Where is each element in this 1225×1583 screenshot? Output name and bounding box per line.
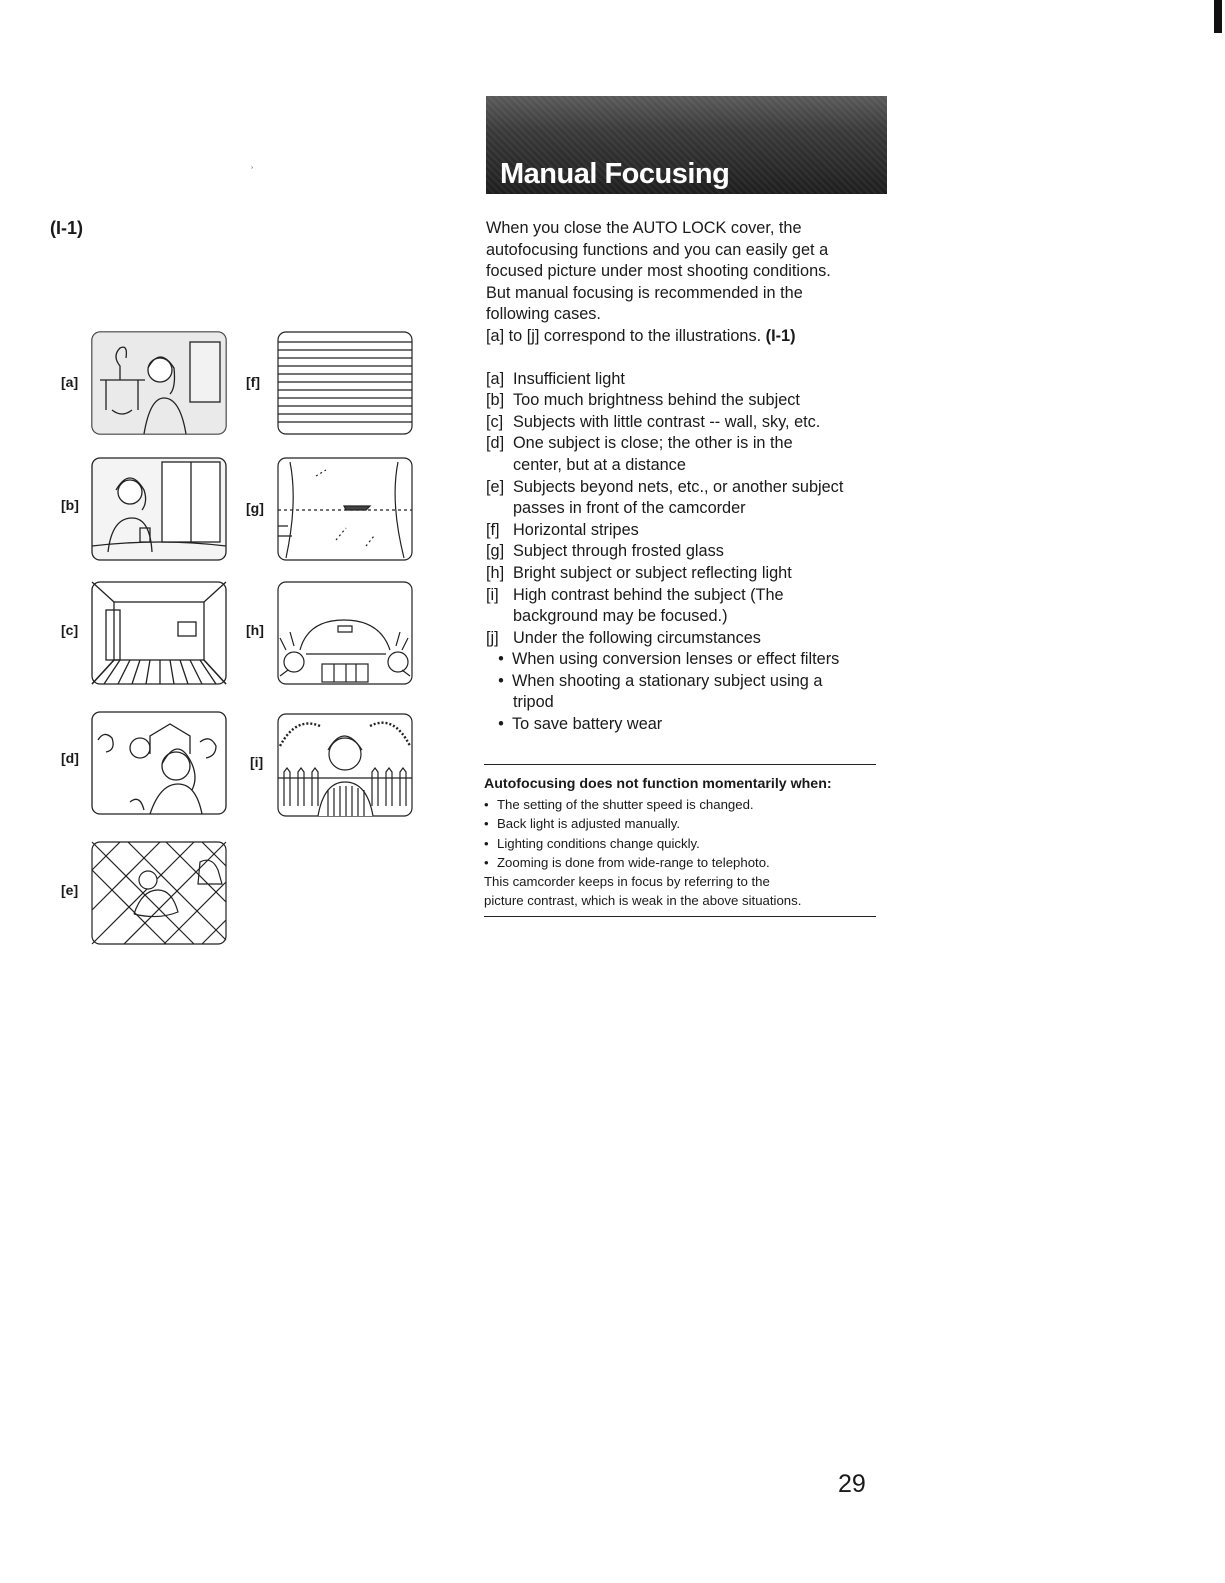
illustration-label-c: [c] [61,622,79,638]
illustration-i [276,712,414,818]
bullet-dot: • [498,650,504,669]
note-bullet-text: The setting of the shutter speed is chan… [497,797,754,813]
list-item: [f] Horizontal stripes [486,520,886,542]
list-item: • To save battery wear [486,714,886,736]
list-item: [b] Too much brightness behind the subjec… [486,390,886,412]
note-closing-line: This camcorder keeps in focus by referri… [484,874,770,890]
circumstance-text: When using conversion lenses or effect f… [512,650,840,669]
case-text: Under the following circumstances [513,628,761,647]
list-item: [j] Under the following circumstances [486,628,886,650]
illustration-a [90,330,228,436]
scan-edge-mark [1214,0,1222,33]
page-number: 29 [838,1470,866,1498]
case-key: [b] [486,391,505,410]
bullet-dot: • [484,835,489,851]
list-item: • The setting of the shutter speed is cha… [484,795,876,814]
illustration-d [90,710,228,816]
circumstance-text: To save battery wear [512,715,663,734]
case-key: [e] [486,477,505,496]
case-key: [i] [486,585,499,604]
list-item: [e] Subjects beyond nets, etc., or anothe… [486,477,886,499]
note-bullet-text: Zooming is done from wide-range to telep… [497,854,770,870]
intro-line: When you close the AUTO LOCK cover, the [486,219,802,237]
list-item: • When shooting a stationary subject usin… [486,671,886,693]
list-item: • When using conversion lenses or effect … [486,649,886,671]
case-text: Insufficient light [513,369,625,388]
case-key: [a] [486,369,505,388]
list-item: [d] One subject is close; the other is in… [486,433,886,455]
illustration-label-i: [i] [250,754,264,770]
case-key: [f] [486,520,500,539]
bullet-dot: • [484,797,489,813]
note-bullet-text: Back light is adjusted manually. [497,816,681,832]
intro-line: But manual focusing is recommended in th… [486,283,803,302]
title-banner: Manual Focusing [486,96,887,194]
bullet-dot: • [484,816,489,832]
illustration-label-f: [f] [246,374,260,390]
list-item: [g] Subject through frosted glass [486,541,886,563]
illustration-label-h: [h] [246,622,264,638]
illustration-label-g: [g] [246,500,264,516]
illustration-label-b: [b] [61,497,79,513]
illustration-f [276,330,414,436]
illustration-label-e: [e] [61,882,79,898]
body-column: When you close the AUTO LOCK cover, the … [486,218,886,736]
list-item: • Zooming is done from wide-range to tele… [484,853,876,872]
intro-line: focused picture under most shooting cond… [486,262,831,281]
intro-line: following cases. [486,305,601,324]
illustration-b [90,456,228,562]
case-key: [g] [486,542,505,561]
case-text: Subjects beyond nets, etc., or another s… [513,477,844,496]
case-text: Subjects with little contrast -- wall, s… [513,412,821,431]
intro-reference-line: [a] to [j] correspond to the illustratio… [486,326,886,348]
page-title: Manual Focusing [500,158,730,190]
illustration-e [90,840,228,946]
circumstance-text: When shooting a stationary subject using… [512,671,823,690]
case-text: High contrast behind the subject (The [513,585,784,604]
case-key: [c] [486,412,504,431]
bullet-dot: • [498,715,504,734]
bullet-dot: • [498,671,504,690]
list-item: [c] Subjects with little contrast -- wall… [486,412,886,434]
list-item: • Lighting conditions change quickly. [484,834,876,853]
list-item: [a] Insufficient light [486,369,886,391]
illustration-h [276,580,414,686]
case-key: [d] [486,434,505,453]
case-text: Horizontal stripes [513,520,639,539]
list-item: [i] High contrast behind the subject (The [486,585,886,607]
note-title: Autofocusing does not function momentari… [484,776,832,792]
illustration-label-d: [d] [61,750,79,766]
case-key: [h] [486,563,505,582]
case-text: Bright subject or subject reflecting lig… [513,563,792,582]
illustration-label-a: [a] [61,374,79,390]
cases-list: [a] Insufficient light [b] Too much bright… [486,369,886,736]
case-key: [j] [486,628,499,647]
scan-speck: ˒ [250,158,254,172]
case-text: One subject is close; the other is in th… [513,434,793,453]
circumstance-text-continued: tripod [513,693,554,712]
case-text-continued: background may be focused.) [513,607,728,626]
case-text-continued: passes in front of the camcorder [513,499,746,518]
list-item: [h] Bright subject or subject reflecting … [486,563,886,585]
illustration-c [90,580,228,686]
bullet-dot: • [484,854,489,870]
autofocus-note: Autofocusing does not function momentari… [484,764,876,918]
intro-paragraph: When you close the AUTO LOCK cover, the … [486,218,886,348]
case-text: Too much brightness behind the subject [513,391,800,410]
figure-reference: (I-1) [50,218,83,238]
intro-line: autofocusing functions and you can easil… [486,240,829,259]
intro-reference-text: [a] to [j] correspond to the illustratio… [486,326,762,345]
illustration-g [276,456,414,562]
note-closing-line: picture contrast, which is weak in the a… [484,893,802,909]
case-text: Subject through frosted glass [513,542,724,561]
case-text-continued: center, but at a distance [513,455,686,474]
list-item: • Back light is adjusted manually. [484,814,876,833]
intro-reference-figure: (I-1) [765,326,796,345]
note-bullet-text: Lighting conditions change quickly. [497,835,700,851]
